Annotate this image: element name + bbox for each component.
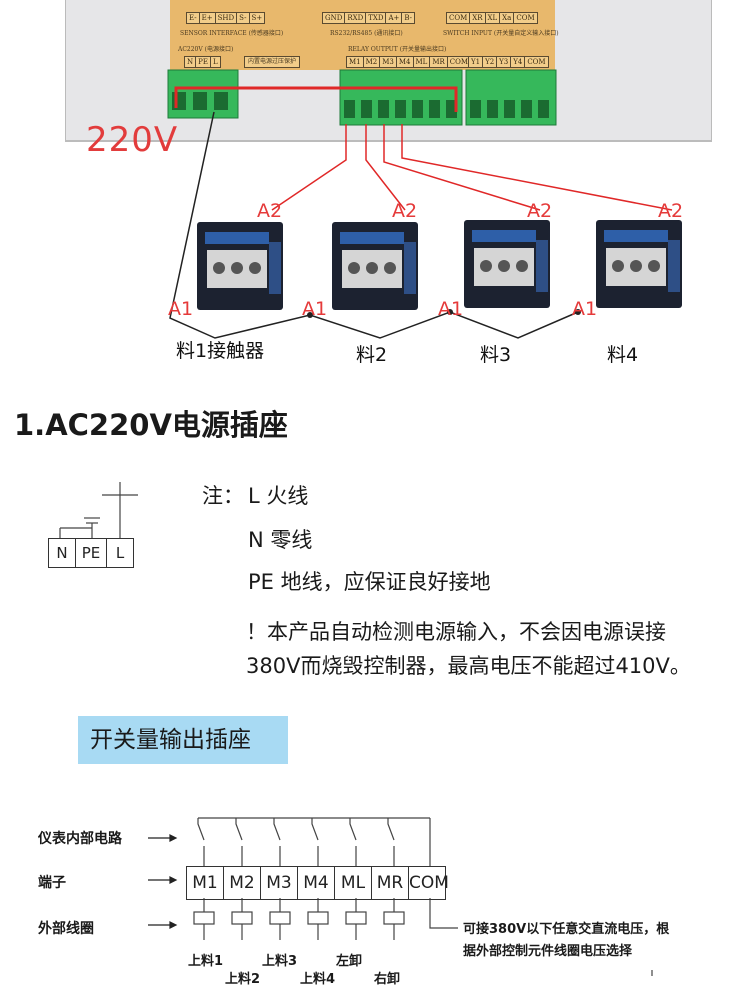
power-box: L <box>209 56 221 68</box>
row-label-internal: 仪表内部电路 <box>38 831 122 847</box>
switch-box: XR <box>469 12 486 24</box>
relay-note-2: 据外部控制元件线圈电压选择 <box>463 944 633 959</box>
a2-tag: A2 <box>658 200 684 222</box>
switch-label: SWITCH INPUT (开关量自定义输入接口) <box>443 30 559 37</box>
relay-box: M4 <box>395 56 414 68</box>
coil-label-up2: 上料2 <box>225 972 261 987</box>
a2-wire-4 <box>401 124 673 211</box>
rs-terminal-labels: GND RXD TXD A+ B- <box>322 12 416 24</box>
relay-terminal-row: M1 M2 M3 M4 ML MR COM <box>186 866 449 900</box>
rs-box: B- <box>401 12 416 24</box>
relay-box: COM <box>446 56 472 68</box>
relay-terminal-block <box>339 69 463 126</box>
neutral-black-wire <box>169 111 579 339</box>
voltage-label: 220V <box>86 120 179 160</box>
power-terminal-block <box>167 69 239 119</box>
protect-label: 内置电源过压保护 <box>244 56 301 68</box>
terminal-pe: PE <box>75 538 107 568</box>
note-prefix: 注： <box>202 484 244 508</box>
switch-terminal-labels-2: Y1 Y2 Y3 Y4 COM <box>468 56 549 68</box>
ac-label: AC220V (电源接口) <box>178 46 234 53</box>
caption-contactor-4: 料4 <box>607 344 639 366</box>
sensor-box: SHD <box>214 12 238 24</box>
relay-box: M3 <box>379 56 397 68</box>
a2-tag: A2 <box>392 200 418 222</box>
a1-tag: A1 <box>168 298 194 320</box>
relay-schematic <box>148 817 653 976</box>
coil-label-left: 左卸 <box>336 954 363 969</box>
rs-box: GND <box>322 12 346 24</box>
a1-tag: A1 <box>572 298 598 320</box>
terminal-m1: M1 <box>186 866 224 900</box>
coil-label-up3: 上料3 <box>262 954 298 969</box>
a2-wire-1 <box>271 124 347 211</box>
relay-terminal-labels: M1 M2 M3 M4 ML MR COM <box>346 56 472 68</box>
row-label-coil: 外部线圈 <box>38 921 94 937</box>
terminal-m4: M4 <box>297 866 335 900</box>
terminal-mr: MR <box>371 866 409 900</box>
contactor-2 <box>330 220 420 315</box>
caption-contactor-2: 料2 <box>356 344 388 366</box>
warning-line-1: ！本产品自动检测电源输入，不会因电源误接 <box>246 620 666 644</box>
terminal-ml: ML <box>334 866 372 900</box>
power-terminal-labels: N PE L <box>184 56 221 68</box>
note-live: L 火线 <box>248 484 309 508</box>
power-socket-symbol <box>59 482 138 538</box>
power-socket-terminals: N PE L <box>48 538 134 568</box>
section-title-power: 1.AC220V电源插座 <box>14 408 288 442</box>
row-label-terminal: 端子 <box>38 875 66 891</box>
note-ground: PE 地线，应保证良好接地 <box>248 570 491 594</box>
relay-label: RELAY OUTPUT (开关量输出接口) <box>348 46 447 53</box>
caption-contactor-1: 料1接触器 <box>176 340 265 362</box>
wiring-diagram <box>167 69 673 339</box>
rs-label: RS232/RS485 (通讯接口) <box>330 30 403 37</box>
sensor-terminal-labels: E- E+ SHD S- S+ <box>186 12 266 24</box>
sensor-label: SENSOR INTERFACE (传感器接口) <box>180 30 284 37</box>
switch-box: COM <box>513 12 538 24</box>
caption-contactor-3: 料3 <box>480 344 512 366</box>
sensor-box: S- <box>236 12 250 24</box>
switch-box: COM <box>524 56 549 68</box>
contactor-1 <box>195 220 285 315</box>
power-box: PE <box>195 56 211 68</box>
terminal-m2: M2 <box>223 866 261 900</box>
a2-wire-2 <box>365 124 406 211</box>
relay-box: M1 <box>346 56 364 68</box>
contactor-3 <box>462 218 552 313</box>
section-title-relay: 开关量输出插座 <box>78 716 288 764</box>
warning-line-2: 380V而烧毁控制器，最高电压不能超过410V。 <box>246 654 691 678</box>
sensor-box: S+ <box>248 12 266 24</box>
note-neutral: N 零线 <box>248 528 313 552</box>
switch-terminal-block <box>465 69 557 126</box>
switch-terminal-labels: COM XR XL Xa COM <box>446 12 538 24</box>
relay-note-1: 可接380V以下任意交直流电压，根 <box>463 922 670 937</box>
power-red-wire <box>174 86 458 112</box>
terminal-n: N <box>48 538 76 568</box>
coil-label-up1: 上料1 <box>188 954 224 969</box>
a2-tag: A2 <box>527 200 553 222</box>
coil-label-right: 右卸 <box>374 972 401 987</box>
a1-tag: A1 <box>302 298 328 320</box>
a1-tag: A1 <box>438 298 464 320</box>
a2-wire-3 <box>383 124 541 211</box>
a2-tag: A2 <box>257 200 283 222</box>
terminal-m3: M3 <box>260 866 298 900</box>
coil-label-up4: 上料4 <box>300 972 336 987</box>
wiring-photo: E- E+ SHD S- S+ SENSOR INTERFACE (传感器接口)… <box>0 0 750 380</box>
terminal-com: COM <box>408 866 449 900</box>
contactor-4 <box>594 218 684 313</box>
terminal-l: L <box>106 538 134 568</box>
